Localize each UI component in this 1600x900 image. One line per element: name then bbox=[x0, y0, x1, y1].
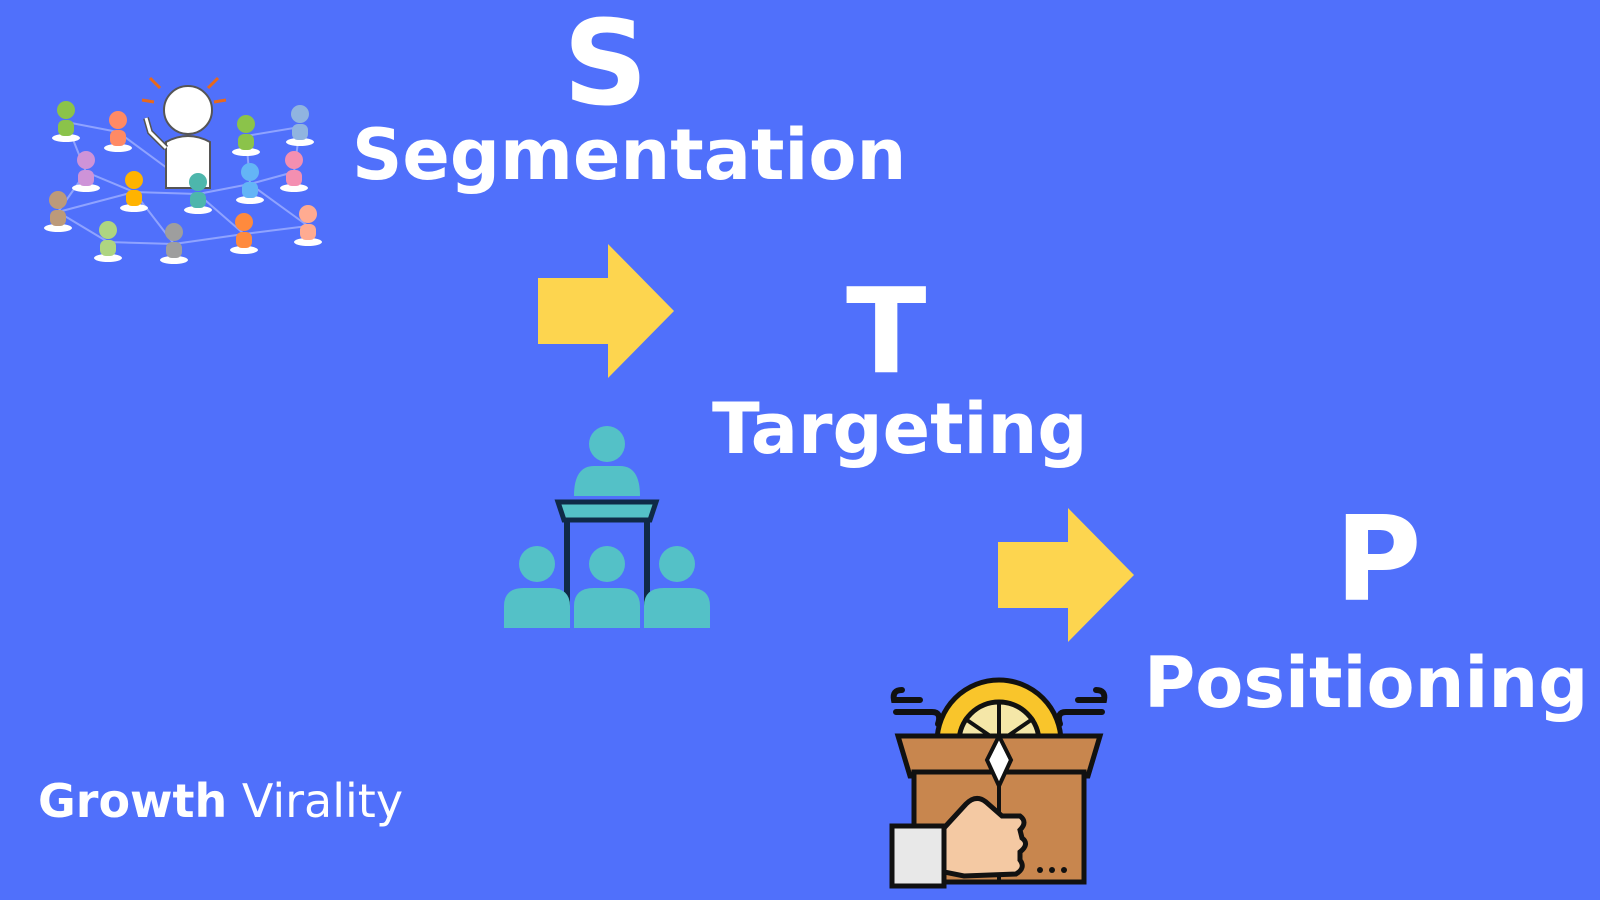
brand-part1: Growth bbox=[38, 774, 228, 828]
product-box-icon bbox=[889, 677, 1108, 889]
right-arrow-icon bbox=[998, 508, 1134, 642]
targeting-label: Targeting bbox=[712, 388, 1088, 470]
brand-logo-text: Growth Virality bbox=[38, 778, 403, 824]
letter-p: P bbox=[1335, 490, 1422, 628]
audience-presenter-icon bbox=[504, 426, 710, 628]
social-network-icon bbox=[44, 76, 322, 264]
letter-t: T bbox=[846, 262, 927, 400]
positioning-label: Positioning bbox=[1144, 642, 1589, 724]
letter-s: S bbox=[563, 0, 648, 132]
right-arrow-icon bbox=[538, 244, 674, 378]
segmentation-label: Segmentation bbox=[352, 114, 907, 196]
brand-part2: Virality bbox=[241, 774, 404, 828]
